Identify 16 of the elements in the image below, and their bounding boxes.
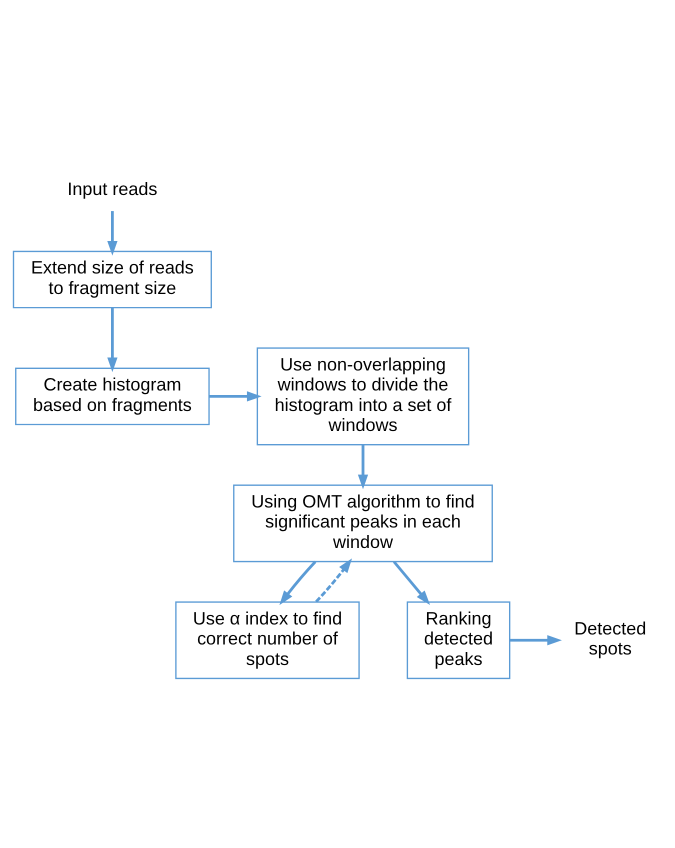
arrow (392, 560, 430, 604)
arrow (357, 444, 368, 489)
node-text: Input reads (66, 178, 157, 199)
arrow (208, 390, 262, 402)
node-box: Create histogram based on fragments (14, 367, 210, 425)
arrow (106, 210, 118, 256)
arrow (278, 560, 316, 605)
arrow (509, 634, 562, 645)
node-box: Use α index to find correct number of spots (174, 600, 360, 679)
node-box: Extend size of reads to fragment size (12, 250, 212, 308)
arrow (314, 558, 352, 602)
node-box: Using OMT algorithm to find significant peaks in each window (232, 484, 492, 562)
node-box: Ranking detected peaks (406, 600, 510, 679)
arrow (106, 307, 118, 372)
node-text: Detected spots (574, 618, 646, 658)
node-box: Use non-overlapping windows to divide the histogram into a set of windows (256, 346, 469, 445)
